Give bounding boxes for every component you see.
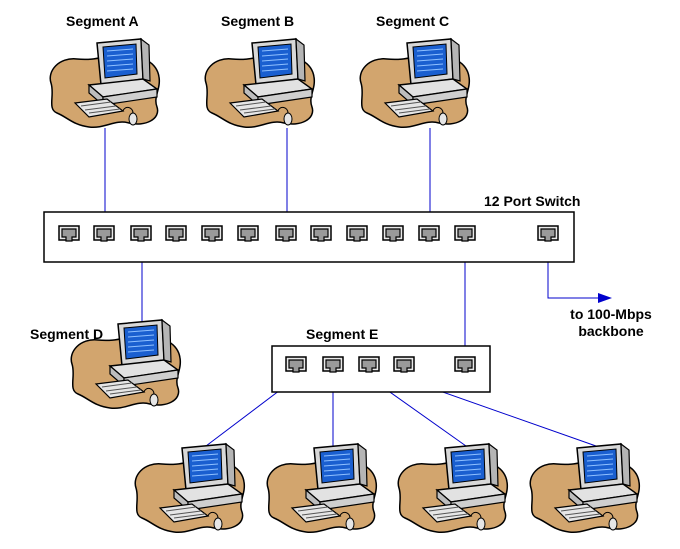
segment-e-hub: [271, 345, 491, 393]
workstation-icon: [397, 443, 509, 534]
rj45-port-icon: [285, 356, 307, 373]
rj45-port-icon: [310, 225, 332, 242]
arrow-right-icon: [598, 293, 612, 303]
rj45-port-icon: [382, 225, 404, 242]
rj45-port-icon: [93, 225, 115, 242]
rj45-port-icon: [537, 225, 559, 242]
segment-c-label: Segment C: [376, 13, 450, 29]
rj45-port-icon: [275, 225, 297, 242]
cable-backbone: [547, 248, 598, 299]
rj45-port-icon: [454, 225, 476, 242]
rj45-port-icon: [201, 225, 223, 242]
rj45-port-icon: [454, 356, 476, 373]
workstation-icon: [266, 443, 378, 534]
workstation-icon: [529, 443, 641, 534]
workstation-icon: [49, 38, 161, 129]
rj45-port-icon: [130, 225, 152, 242]
rj45-port-icon: [418, 225, 440, 242]
switch-12-port: [43, 211, 575, 263]
workstation-icon: [204, 38, 316, 129]
rj45-port-icon: [393, 356, 415, 373]
backbone-label-line1: to 100-Mbps: [570, 306, 652, 322]
backbone-label-line2: backbone: [578, 323, 644, 339]
segment-b-label: Segment B: [221, 13, 295, 29]
cables: [104, 128, 598, 447]
workstation-icon: [359, 38, 471, 129]
rj45-port-icon: [346, 225, 368, 242]
rj45-port-icon: [237, 225, 259, 242]
workstation-icon: [134, 443, 246, 534]
rj45-port-icon: [165, 225, 187, 242]
segment-e-label: Segment E: [306, 326, 379, 342]
segment-d-label: Segment D: [30, 326, 104, 342]
segment-a-label: Segment A: [66, 13, 139, 29]
rj45-port-icon: [58, 225, 80, 242]
rj45-port-icon: [358, 356, 380, 373]
rj45-port-icon: [322, 356, 344, 373]
switch-label: 12 Port Switch: [484, 193, 581, 209]
